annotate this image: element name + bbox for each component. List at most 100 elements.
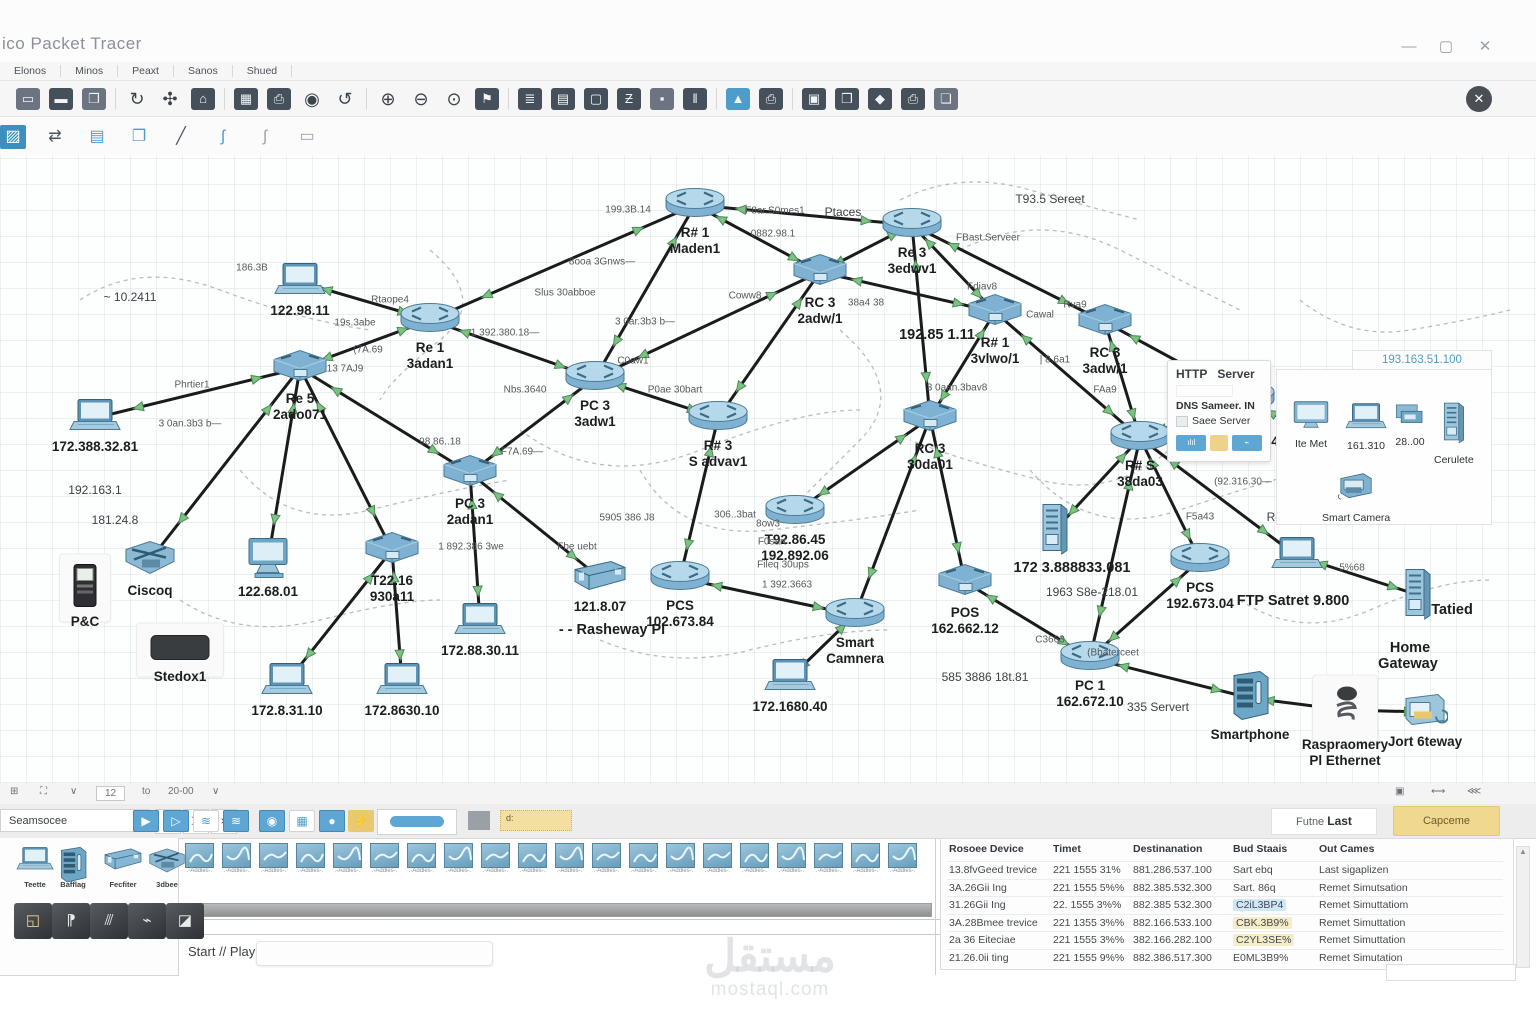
range-caret-icon[interactable]: ∨ [212,786,220,797]
ministrip-icon[interactable]: ⛶ [40,786,47,797]
network-link[interactable] [793,416,932,514]
palette-dark-icon-1[interactable]: ◱ [14,903,52,939]
ministrip-right-icon[interactable]: ▣ [1395,786,1405,797]
menu-item-2[interactable]: Minos [61,65,119,77]
network-link[interactable] [993,310,1142,440]
device-panel-tab[interactable]: 193.163.51.100 [1352,350,1492,370]
table-search-input[interactable] [1386,964,1516,981]
filmstrip-thumb[interactable]: .-Addles-. [666,843,695,889]
network-link[interactable] [93,366,302,420]
palette-item-2[interactable]: Bafflag [51,846,95,889]
maximize-button[interactable]: ▢ [1438,38,1454,55]
copy-window-icon[interactable]: ❒ [82,87,106,110]
network-link[interactable] [678,416,720,580]
network-link[interactable] [693,203,914,227]
filmstrip-thumb[interactable]: .-Addles-. [518,843,547,889]
network-link[interactable] [468,471,602,580]
sim-tool-icon-6[interactable]: ▦ [289,810,315,832]
filmstrip-thumb[interactable]: .-Addles-. [629,843,658,889]
filmstrip-thumb[interactable]: .-Addles-. [814,843,843,889]
close-button[interactable]: ✕ [1478,38,1492,55]
popup-wave-button[interactable]: ⌁ [1231,435,1262,451]
palette-item-1[interactable]: Teette [8,846,62,889]
pause-icon[interactable]: ‖ [683,87,707,110]
image-frame-icon[interactable]: ▦ [234,87,258,110]
puzzle-icon[interactable]: ✣ [162,88,178,109]
sim-tool-icon-5[interactable]: ◉ [259,810,285,832]
upload-icon[interactable]: ▲ [726,87,750,110]
palette-dark-icon-4[interactable]: ⌁ [128,903,166,939]
network-link[interactable] [818,270,997,314]
print-icon[interactable]: ⎙ [267,87,291,110]
palette-item-3[interactable]: Fecfiter [94,846,152,889]
filmstrip-thumb[interactable]: .-Addles-. [888,843,917,889]
network-link[interactable] [1088,436,1142,660]
panel-device-server[interactable]: Cerulete [1434,394,1474,466]
network-link[interactable] [593,270,822,380]
table-scrollbar[interactable]: ▲ [1516,846,1530,968]
meter-icon[interactable]: ◉ [304,88,320,109]
network-link[interactable] [928,416,967,584]
network-link[interactable] [285,548,394,684]
sim-tool-lightning-icon[interactable]: ⚡ [348,810,374,832]
speed-slider-track[interactable] [377,809,457,835]
capture-button[interactable]: Capceme [1393,806,1500,836]
palette-dark-icon-5[interactable]: ◪ [166,903,204,939]
filmstrip-thumb[interactable]: .-Addles-. [407,843,436,889]
minimize-button[interactable]: — [1401,38,1417,55]
marker-icon[interactable]: ◆ [868,87,892,110]
palette-card-icon[interactable]: ▭ [299,127,315,145]
folder-icon[interactable]: ❒ [835,87,859,110]
toolbar-close-icon[interactable]: ✕ [1466,86,1492,112]
network-link[interactable] [716,270,822,420]
filmstrip-thumb[interactable]: .-Addles-. [777,843,806,889]
filmstrip-thumb[interactable]: .-Addles-. [333,843,362,889]
palette-item-4[interactable]: 3dbee [137,846,197,889]
filmstrip-thumb[interactable]: .-Addles-. [592,843,621,889]
menu-item-4[interactable]: Sanos [174,65,233,77]
filter-last-status-button[interactable]: Futne Last Staeturs [1271,808,1377,854]
filmstrip-thumb[interactable]: .-Addles-. [444,843,473,889]
popup-stats-button[interactable]: ılıl [1176,435,1207,451]
filmstrip-thumb[interactable]: .-Addles-. [740,843,769,889]
filmstrip-thumb[interactable]: .-Addles-. [851,843,880,889]
speed-slider-handle[interactable] [390,816,444,827]
popup-field[interactable] [1176,385,1233,397]
filmstrip-thumb[interactable]: .-Addles-. [481,843,510,889]
network-link[interactable] [298,366,472,475]
list-icon[interactable]: ≣ [518,87,542,110]
filmstrip-thumb[interactable]: .-Addles-. [222,843,251,889]
filmstrip-thumb[interactable]: .-Addles-. [296,843,325,889]
ministrip-right-icon[interactable]: ⋘ [1467,786,1482,797]
open-file-icon[interactable]: ▬ [49,87,73,110]
panel-device-camera[interactable]: Smart Camera [1322,466,1390,524]
palette-dark-icon-3[interactable]: ⫻ [90,903,128,939]
flag-icon[interactable]: ⚑ [475,87,499,110]
network-link[interactable] [1088,656,1252,700]
network-link[interactable] [468,376,597,475]
zoom-reset-icon[interactable]: ⊙ [446,88,462,109]
new-file-icon[interactable]: ▭ [16,87,40,110]
popup-mid-button[interactable] [1210,435,1228,451]
network-link[interactable] [853,416,932,617]
network-link[interactable] [266,366,302,562]
select-tool-icon[interactable]: ▨ [0,124,26,149]
menu-item-1[interactable]: Elonos [0,65,62,77]
page-number-box[interactable]: 12 [96,786,126,801]
sim-tool-icon-4[interactable]: ≋ [223,810,249,832]
sim-tool-icon-7[interactable]: ● [319,810,345,832]
device-print-icon[interactable]: ⎙ [901,87,925,110]
gray-toggle[interactable] [468,811,490,830]
filmstrip-thumb[interactable]: .-Addles-. [185,843,214,889]
filmstrip-thumb[interactable]: .-Addles-. [703,843,732,889]
zoom-in-icon[interactable]: ⊕ [380,88,396,109]
network-link[interactable] [298,366,394,552]
ministrip-icon[interactable]: ⊞ [10,786,19,797]
move-layout-icon[interactable]: ⇄ [48,127,62,145]
copy-paste-icon[interactable]: ❐ [131,127,147,145]
table-icon[interactable]: ▤ [551,87,575,110]
